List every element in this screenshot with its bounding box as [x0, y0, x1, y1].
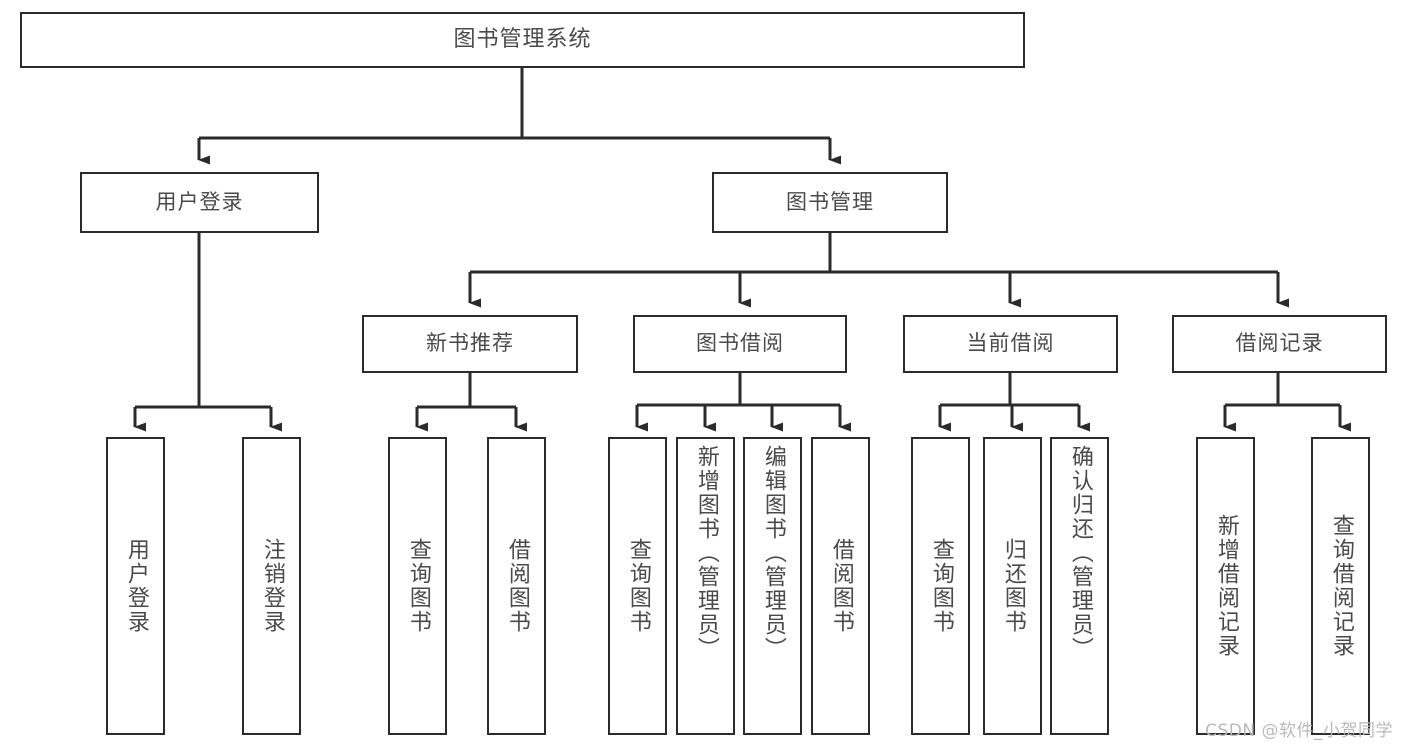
node-borrow-records[interactable]: 借阅记录 [1172, 315, 1387, 373]
node-book-management[interactable]: 图书管理 [712, 172, 948, 233]
node-label: 编辑图书（管理员） [760, 445, 786, 661]
leaf-query-books-borrow[interactable]: 查询图书 [608, 437, 667, 735]
node-label: 借阅图书 [828, 538, 854, 634]
node-new-book-recommendation[interactable]: 新书推荐 [362, 315, 578, 373]
node-label: 新增图书（管理员） [693, 445, 719, 661]
node-user-login[interactable]: 用户登录 [80, 172, 319, 233]
leaf-add-book-admin[interactable]: 新增图书（管理员） [676, 437, 735, 735]
node-label: 当前借阅 [966, 331, 1055, 356]
node-label: 注销登录 [259, 538, 285, 634]
leaf-query-books-current[interactable]: 查询图书 [911, 437, 970, 735]
leaf-edit-book-admin[interactable]: 编辑图书（管理员） [743, 437, 802, 735]
node-label: 用户登录 [123, 538, 149, 634]
node-label: 查询图书 [928, 538, 954, 634]
leaf-user-login[interactable]: 用户登录 [106, 437, 165, 735]
node-current-borrowing[interactable]: 当前借阅 [903, 315, 1118, 373]
node-label: 查询图书 [405, 538, 431, 634]
node-label: 新增借阅记录 [1213, 514, 1239, 658]
leaf-query-books-new[interactable]: 查询图书 [388, 437, 447, 735]
node-label: 图书管理 [786, 189, 874, 214]
leaf-add-borrow-record[interactable]: 新增借阅记录 [1196, 437, 1255, 735]
node-label: 查询图书 [625, 538, 651, 634]
node-label: 归还图书 [1000, 538, 1026, 634]
node-label: 借阅图书 [504, 538, 530, 634]
node-label: 借阅记录 [1235, 331, 1324, 356]
node-book-borrowing[interactable]: 图书借阅 [633, 315, 847, 373]
leaf-query-borrow-record[interactable]: 查询借阅记录 [1311, 437, 1370, 735]
leaf-confirm-return-admin[interactable]: 确认归还（管理员） [1050, 437, 1109, 735]
node-label: 查询借阅记录 [1328, 514, 1354, 658]
node-label: 图书管理系统 [453, 26, 592, 52]
leaf-borrow-books-new[interactable]: 借阅图书 [487, 437, 546, 735]
leaf-borrow-books[interactable]: 借阅图书 [811, 437, 870, 735]
node-label: 用户登录 [155, 189, 244, 214]
leaf-return-books[interactable]: 归还图书 [983, 437, 1042, 735]
node-label: 新书推荐 [426, 331, 514, 356]
node-root-system[interactable]: 图书管理系统 [20, 12, 1025, 68]
leaf-logout[interactable]: 注销登录 [242, 437, 301, 735]
node-label: 图书借阅 [696, 331, 784, 356]
node-label: 确认归还（管理员） [1067, 445, 1093, 661]
